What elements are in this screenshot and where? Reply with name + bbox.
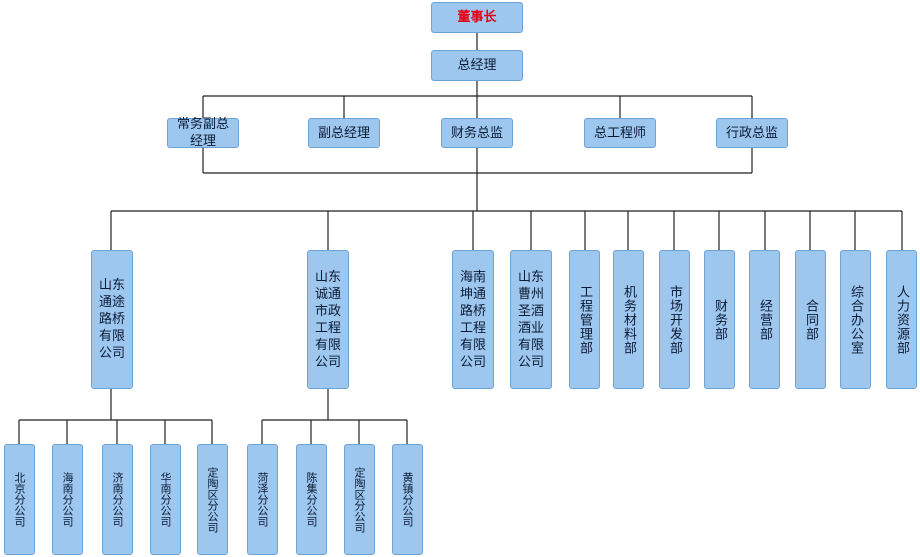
department-label: 合同部 [803, 298, 818, 341]
branch-box: 华南分公司 [150, 444, 181, 555]
department-label: 工程管理部 [577, 284, 592, 355]
subsidiary-box: 山东诚通市政工程有限公司 [307, 250, 349, 389]
department-box: 财务部 [704, 250, 735, 389]
department-box: 市场开发部 [659, 250, 690, 389]
branch-label: 济南分公司 [111, 472, 124, 527]
department-label: 机务材料部 [621, 284, 636, 355]
branch-box: 北京分公司 [4, 444, 35, 555]
deputy-label: 财务总监 [450, 125, 503, 141]
branch-box: 定陶区分公司 [197, 444, 228, 555]
department-label: 市场开发部 [667, 284, 682, 355]
department-box: 人力资源部 [886, 250, 917, 389]
branch-box: 定陶区分公司 [344, 444, 375, 555]
branch-label: 华南分公司 [159, 472, 172, 527]
chairman-label: 董事长 [457, 10, 497, 25]
branch-box: 菏泽分公司 [247, 444, 278, 555]
department-box: 工程管理部 [569, 250, 600, 389]
department-box: 综合办公室 [840, 250, 871, 389]
deputy-label: 常务副总经理 [176, 117, 229, 149]
department-box: 山东曹州圣酒酒业有限公司 [510, 250, 552, 389]
branch-label: 菏泽分公司 [256, 472, 269, 527]
general-manager-box: 总经理 [431, 50, 523, 81]
department-box: 海南坤通路桥工程有限公司 [452, 250, 494, 389]
branch-label: 陈集分公司 [305, 472, 318, 527]
branch-label: 北京分公司 [13, 472, 26, 527]
department-label: 山东曹州圣酒酒业有限公司 [517, 269, 544, 370]
department-box: 机务材料部 [613, 250, 644, 389]
subsidiary-label: 山东诚通市政工程有限公司 [314, 269, 341, 370]
department-label: 综合办公室 [848, 284, 863, 355]
branch-label: 黄镇分公司 [401, 472, 414, 527]
department-label: 人力资源部 [894, 284, 909, 355]
department-label: 经营部 [757, 298, 772, 341]
chairman-box: 董事长 [431, 2, 523, 33]
deputy-label: 副总经理 [317, 125, 370, 141]
deputy-box: 总工程师 [584, 118, 656, 148]
branch-label: 定陶区分公司 [353, 466, 366, 533]
department-label: 财务部 [712, 298, 727, 341]
deputy-box: 行政总监 [716, 118, 788, 148]
branch-label: 海南分公司 [61, 472, 74, 527]
deputy-box: 财务总监 [441, 118, 513, 148]
general-manager-label: 总经理 [457, 58, 497, 73]
deputy-label: 行政总监 [725, 125, 778, 141]
subsidiary-label: 山东通途路桥有限公司 [98, 278, 125, 361]
department-box: 合同部 [795, 250, 826, 389]
deputy-box: 副总经理 [308, 118, 380, 148]
department-label: 海南坤通路桥工程有限公司 [459, 269, 486, 370]
deputy-box: 常务副总经理 [167, 117, 239, 149]
branch-box: 陈集分公司 [296, 444, 327, 555]
branch-label: 定陶区分公司 [206, 466, 219, 533]
branch-box: 黄镇分公司 [392, 444, 423, 555]
department-box: 经营部 [749, 250, 780, 389]
subsidiary-box: 山东通途路桥有限公司 [91, 250, 133, 389]
branch-box: 济南分公司 [102, 444, 133, 555]
branch-box: 海南分公司 [52, 444, 83, 555]
deputy-label: 总工程师 [593, 125, 646, 141]
